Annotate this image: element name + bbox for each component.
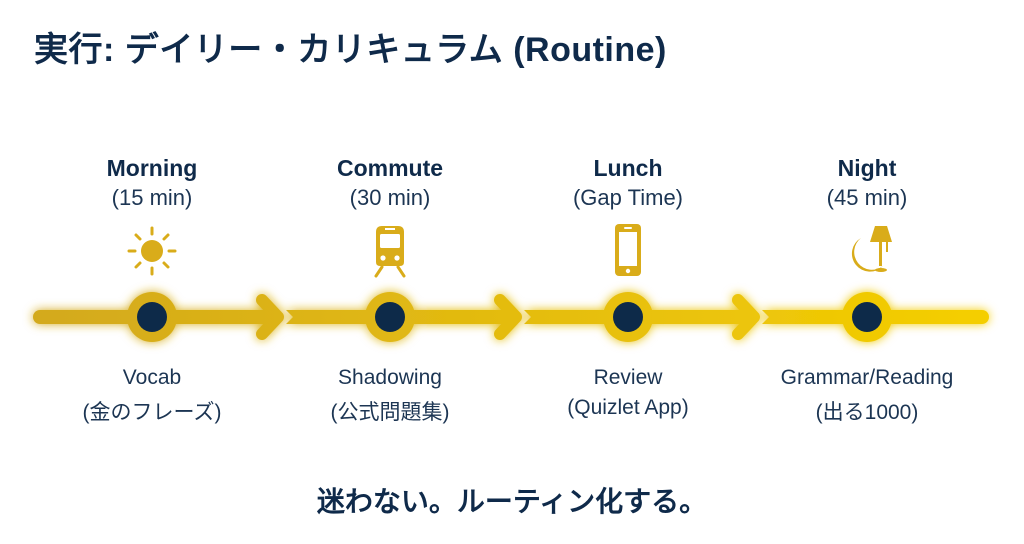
arrow-icon — [256, 294, 284, 340]
stage-material: (金のフレーズ) — [82, 401, 222, 424]
stage-name: Night — [837, 155, 897, 181]
timeline-node-core — [137, 302, 167, 332]
smartphone-icon — [615, 224, 641, 276]
stage-material: (出る1000) — [815, 401, 919, 424]
stage-activity: Review — [593, 366, 663, 389]
moon-lamp-icon — [851, 226, 892, 272]
stage-lunch: Lunch (Gap Time) Review (Quizlet App) — [528, 0, 728, 544]
stage-commute: Commute (30 min) Shadowing (公式問題集) — [290, 0, 490, 544]
stage-morning: Morning (15 min) Vocab (金のフレーズ) — [52, 0, 252, 544]
stage-activity: Vocab — [122, 366, 182, 389]
timeline-node-core — [613, 302, 643, 332]
stage-material: (Quizlet App) — [567, 396, 689, 419]
stage-activity: Grammar/Reading — [780, 366, 954, 389]
timeline-node-core — [852, 302, 882, 332]
train-icon — [374, 226, 406, 278]
timeline — [33, 292, 989, 342]
stage-material: (公式問題集) — [330, 401, 450, 424]
stage-duration: (30 min) — [349, 185, 431, 210]
stage-duration: (45 min) — [826, 185, 908, 210]
stage-duration: (15 min) — [111, 185, 193, 210]
stage-activity: Shadowing — [338, 366, 442, 389]
arrow-icon — [494, 294, 522, 340]
stage-name: Lunch — [593, 155, 663, 181]
sun-icon — [127, 226, 177, 276]
stage-name: Commute — [336, 155, 444, 181]
stage-name: Morning — [106, 155, 198, 181]
page-title: 実行: デイリー・カリキュラム (Routine) — [34, 31, 667, 69]
arrow-icon — [732, 294, 760, 340]
timeline-node-core — [375, 302, 405, 332]
tagline: 迷わない。ルーティン化する。 — [316, 486, 708, 517]
stage-duration: (Gap Time) — [572, 185, 684, 210]
stage-night: Night (45 min) Grammar/Reading (出る1000) — [767, 0, 967, 544]
